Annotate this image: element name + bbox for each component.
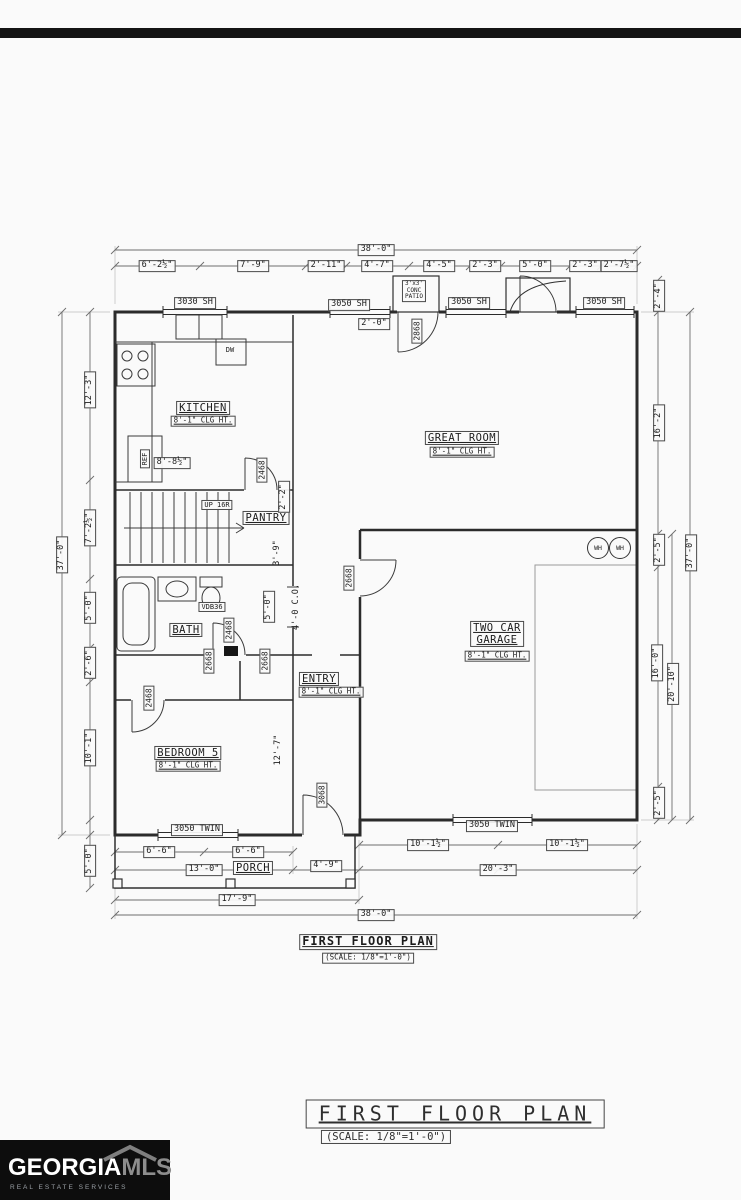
dim-top-seg-6: 2'-3" [469, 260, 501, 272]
dim-right-4: 16'-0" [651, 644, 663, 682]
door-label-2468-bath: 2468 [223, 617, 235, 643]
logo-wordmark: GEORGIAMLS [8, 1154, 172, 1182]
room-bedroom5-clg: 8'-1" CLG HT. [155, 760, 221, 772]
dim-garage-door-2: 10'-1½" [546, 839, 588, 851]
dim-left-2: 7'-2½" [84, 509, 96, 547]
conc-patio-label: 3'x3' CONC PATIO [401, 280, 427, 302]
stairs-up-label: UP 16R [201, 499, 233, 511]
dim-3-9: 3'-9" [272, 540, 283, 566]
window-label-3050twin-b: 3050 TWIN [465, 820, 519, 832]
door-label-2668-hall-a: 2668 [203, 648, 215, 674]
logo-tagline: REAL ESTATE SERVICES [10, 1184, 128, 1191]
dim-left-1: 12'-3" [84, 371, 96, 409]
dim-left-porch: 5'-0" [84, 845, 96, 877]
extension-lines [58, 246, 694, 919]
wall-poche [224, 646, 238, 656]
dim-entry-width: 4'-9" [310, 860, 342, 872]
sheet-title: FIRST FLOOR PLAN [305, 1099, 605, 1129]
dimension-lines [57, 245, 695, 920]
dim-left-5: 10'-1" [84, 729, 96, 767]
logo-text-georgia: GEORGIA [8, 1154, 122, 1181]
refrigerator-label: REF [139, 449, 151, 469]
porch-patio-stoop [112, 275, 571, 889]
window-label-3050sh-a: 3050 SH [328, 299, 370, 311]
dim-top-seg-5: 4'-5" [423, 260, 455, 272]
room-pantry: PANTRY [242, 510, 290, 526]
dim-2-2: 2'-2" [278, 481, 290, 513]
door-label-2468-bedroom: 2468 [143, 685, 155, 711]
dishwasher-label: DW [225, 345, 235, 354]
conc-patio-line2: CONC [406, 286, 422, 294]
room-kitchen-clg: 8'-1" CLG HT. [170, 415, 236, 427]
plan-scale: (SCALE: 1/8"=1'-0") [322, 952, 414, 964]
dim-8-8half: 8'-8½" [153, 457, 191, 469]
window-label-3050twin-a: 3050 TWIN [170, 824, 224, 836]
dim-right-mid: 20'-10" [667, 663, 679, 705]
water-heater-2: WH [609, 537, 631, 559]
dim-12-7: 12'-7" [273, 734, 284, 766]
window-label-3030sh: 3030 SH [174, 297, 216, 309]
window-label-3050sh-c: 3050 SH [583, 297, 625, 309]
dim-right-overall: 37'-0" [685, 534, 697, 572]
logo-text-mls: MLS [121, 1154, 173, 1181]
georgia-mls-logo: GEORGIAMLS REAL ESTATE SERVICES [0, 1140, 172, 1200]
roof-icon [103, 1144, 157, 1162]
dim-right-3: 2'-5" [653, 534, 665, 566]
dim-garage-door-1: 10'-1½" [407, 839, 449, 851]
conc-patio-line3: PATIO [404, 293, 424, 301]
room-great-room: GREAT ROOM [424, 430, 500, 446]
window-symbols [157, 306, 635, 841]
garage-slab-outline [534, 564, 638, 791]
room-kitchen: KITCHEN [176, 400, 230, 416]
fixture-symbols [116, 314, 631, 652]
room-garage: TWO CAR GARAGE [470, 620, 524, 648]
plan-title: FIRST FLOOR PLAN [299, 934, 437, 950]
vanity-label-vdb36: VDB36 [198, 601, 226, 613]
dim-top-seg-8: 2'-3" [569, 260, 601, 272]
room-garage-clg: 8'-1" CLG HT. [464, 650, 530, 662]
dim-top-seg-2: 7'-9" [237, 260, 269, 272]
top-black-bar [0, 28, 741, 38]
room-porch: PORCH [232, 860, 274, 876]
door-label-3068: 3068 [316, 782, 328, 808]
conc-patio-line1: 3'x3' [404, 280, 424, 288]
door-label-2668-hall-b: 2668 [259, 648, 271, 674]
dim-2-0: 2'-0" [358, 318, 390, 330]
door-label-2468-pantry: 2468 [256, 457, 268, 483]
dim-top-overall: 38'-0" [357, 244, 395, 256]
dim-top-seg-9: 2'-7½" [600, 260, 638, 272]
dim-right-5: 2'-5" [653, 787, 665, 819]
dim-porch-total: 13'-0" [185, 864, 223, 876]
room-garage-line2: GARAGE [476, 634, 518, 646]
door-label-2868: 2868 [411, 318, 423, 344]
dim-top-seg-4: 4'-7" [361, 260, 393, 272]
sheet-scale: (SCALE: 1/8"=1'-0") [320, 1129, 452, 1145]
cased-opening-label: 4'-0 C.O. [291, 583, 302, 631]
dim-bottom-left-total: 17'-9" [218, 894, 256, 906]
room-bedroom5: BEDROOM 5 [154, 745, 222, 761]
water-heater-1: WH [587, 537, 609, 559]
door-swings [131, 275, 557, 836]
dim-top-seg-7: 5'-0" [519, 260, 551, 272]
room-entry: ENTRY [298, 671, 340, 687]
dim-garage-total: 20'-3" [479, 864, 517, 876]
window-label-3050sh-b: 3050 SH [448, 297, 490, 309]
dim-right-2: 16'-2" [653, 404, 665, 442]
dim-left-3: 5'-0" [84, 592, 96, 624]
room-great-room-clg: 8'-1" CLG HT. [429, 446, 495, 458]
room-bath: BATH [169, 622, 203, 638]
dim-5-0-bath: 5'-0" [263, 591, 275, 623]
room-entry-clg: 8'-1" CLG HT. [298, 686, 364, 698]
dim-left-4: 2'-6" [84, 647, 96, 679]
dim-right-1: 2'-4" [653, 280, 665, 312]
room-garage-line1: TWO CAR [473, 621, 521, 634]
dim-bottom-overall: 38'-0" [357, 909, 395, 921]
dim-left-overall: 37'-0" [56, 536, 68, 574]
dim-top-seg-1: 6'-2½" [138, 260, 176, 272]
door-label-2668-garage: 2668 [343, 565, 355, 591]
dim-porch-2: 6'-6" [232, 846, 264, 858]
dim-top-seg-3: 2'-11" [307, 260, 345, 272]
dim-porch-1: 6'-6" [143, 846, 175, 858]
